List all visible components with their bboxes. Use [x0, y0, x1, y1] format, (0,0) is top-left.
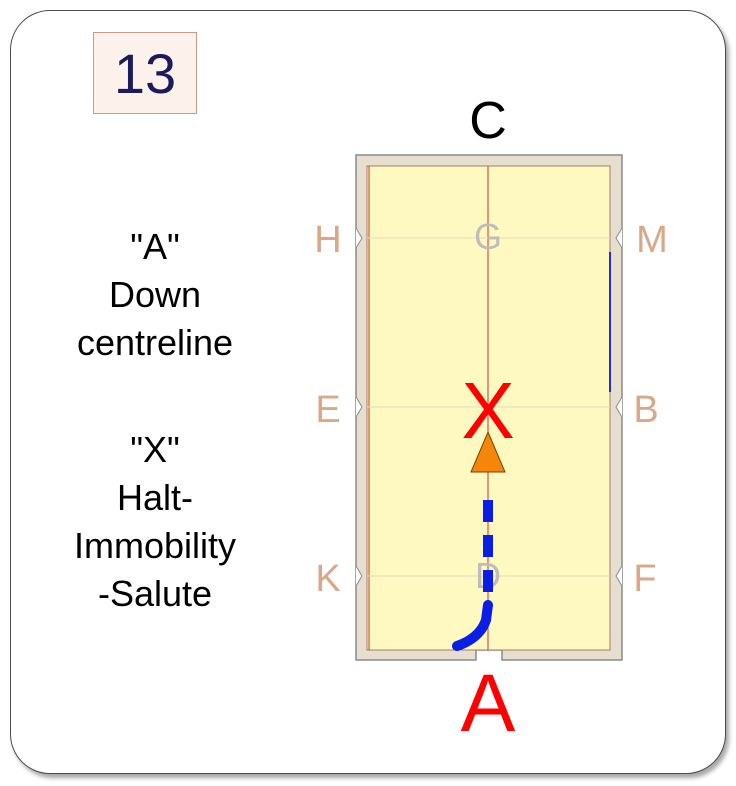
marker-a: A [461, 658, 516, 749]
marker-f: F [633, 558, 656, 600]
marker-x: X [461, 366, 514, 455]
instruction-line: Down [108, 274, 202, 315]
figure-number: 13 [113, 41, 177, 105]
instruction-line: "A" [130, 226, 180, 267]
instruction-line: -Salute [97, 573, 213, 614]
figure-number-box: 13 [93, 32, 197, 114]
marker-h: H [314, 219, 341, 261]
notch-k [355, 565, 363, 587]
notch-b [615, 396, 623, 418]
instruction-line: Halt- [116, 477, 193, 518]
direction-arrow-icon [470, 430, 506, 473]
marker-b: B [633, 389, 658, 431]
notch-f [615, 565, 623, 587]
notch-e [355, 396, 363, 418]
instruction-line: Immobility [73, 525, 237, 566]
marker-e: E [315, 389, 340, 431]
notch-m [615, 227, 623, 249]
instruction-block-x: "X" Halt- Immobility -Salute [30, 426, 280, 618]
marker-c: C [469, 92, 507, 150]
marker-m: M [636, 219, 668, 261]
marker-k: K [315, 558, 340, 600]
movement-path-curve [452, 600, 493, 651]
instruction-block-a: "A" Down centreline [30, 223, 280, 367]
instruction-line: centreline [76, 322, 234, 363]
marker-g: G [474, 216, 502, 257]
notch-h [355, 227, 363, 249]
instruction-line: "X" [130, 429, 180, 470]
